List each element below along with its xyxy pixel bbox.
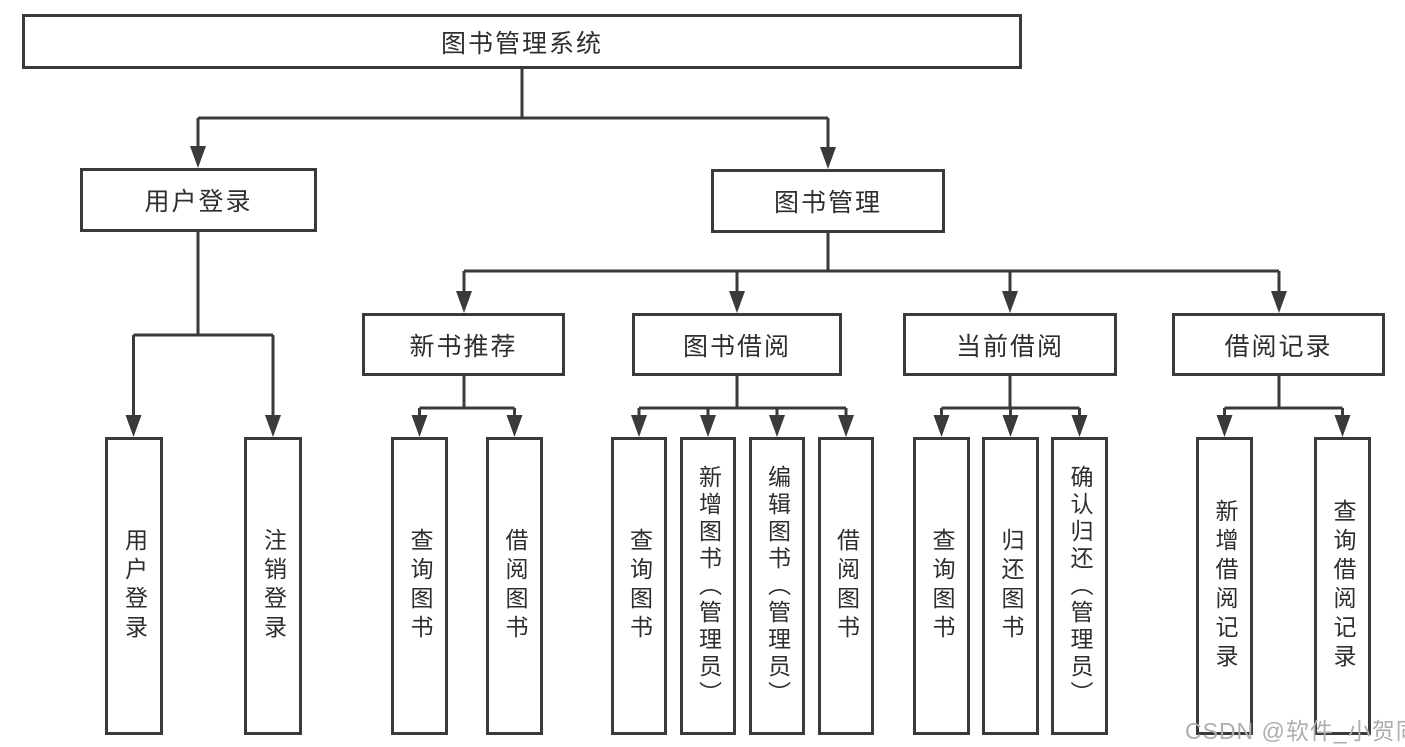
leaf-query-borrow-record: 查询借阅记录 bbox=[1314, 437, 1371, 735]
node-book-borrow: 图书借阅 bbox=[632, 313, 842, 376]
csdn-watermark: CSDN @软件_小贺同学 bbox=[1185, 718, 1405, 744]
node-current-borrow: 当前借阅 bbox=[903, 313, 1117, 376]
leaf-query-books-recommend: 查询图书 bbox=[391, 437, 448, 735]
arrowheads bbox=[125, 146, 1351, 437]
leaf-return-books: 归还图书 bbox=[982, 437, 1039, 735]
arrow-down-icon bbox=[506, 415, 523, 437]
arrow-down-icon bbox=[631, 415, 647, 437]
arrow-down-icon bbox=[1002, 415, 1019, 437]
connector-current-borrow-split bbox=[940, 376, 1081, 419]
leaf-add-books-admin: 新增图书（管理员） bbox=[680, 437, 736, 735]
leaf-borrow-books: 借阅图书 bbox=[818, 437, 874, 735]
arrow-down-icon bbox=[820, 147, 836, 169]
arrow-down-icon bbox=[411, 415, 428, 437]
leaf-add-borrow-record: 新增借阅记录 bbox=[1196, 437, 1253, 735]
node-borrow-records: 借阅记录 bbox=[1172, 313, 1385, 376]
arrow-down-icon bbox=[456, 291, 472, 313]
node-book-management: 图书管理 bbox=[711, 169, 945, 233]
arrow-down-icon bbox=[1271, 291, 1287, 313]
arrow-down-icon bbox=[769, 415, 785, 437]
arrow-down-icon bbox=[265, 415, 281, 437]
connector-book-borrow-split bbox=[637, 376, 848, 419]
connector-book-mgmt-split bbox=[462, 233, 1281, 295]
connector-borrow-record-split bbox=[1223, 376, 1344, 419]
arrow-down-icon bbox=[1334, 415, 1351, 437]
arrow-down-icon bbox=[190, 146, 206, 168]
arrow-down-icon bbox=[838, 415, 854, 437]
connector-new-book-split bbox=[418, 376, 516, 419]
leaf-user-login: 用户登录 bbox=[105, 437, 163, 735]
leaf-logout: 注销登录 bbox=[244, 437, 302, 735]
node-root-system: 图书管理系统 bbox=[22, 14, 1022, 69]
arrow-down-icon bbox=[125, 415, 142, 437]
connector-user-login-split bbox=[132, 232, 275, 418]
leaf-edit-books-admin: 编辑图书（管理员） bbox=[749, 437, 805, 735]
node-user-login: 用户登录 bbox=[80, 168, 317, 232]
arrow-down-icon bbox=[700, 415, 716, 437]
leaf-borrow-books-recommend: 借阅图书 bbox=[486, 437, 543, 735]
arrow-down-icon bbox=[1071, 415, 1088, 437]
connector-root-split bbox=[196, 69, 830, 150]
arrow-down-icon bbox=[933, 415, 950, 437]
arrow-down-icon bbox=[729, 291, 745, 313]
leaf-query-books-borrow: 查询图书 bbox=[611, 437, 667, 735]
node-new-book-recommend: 新书推荐 bbox=[362, 313, 565, 376]
leaf-confirm-return-admin: 确认归还（管理员） bbox=[1051, 437, 1108, 735]
arrow-down-icon bbox=[1216, 415, 1233, 437]
leaf-query-books-current: 查询图书 bbox=[913, 437, 970, 735]
arrow-down-icon bbox=[1002, 291, 1018, 313]
